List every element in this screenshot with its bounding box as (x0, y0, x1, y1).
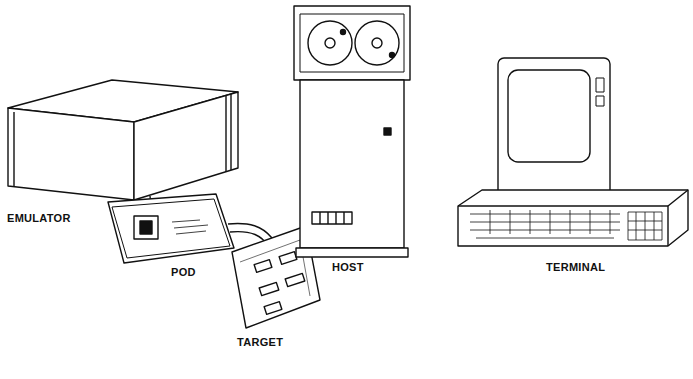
device-label: TARGET (236, 336, 284, 348)
emulator-drawing (8, 80, 238, 200)
device-label: POD (170, 266, 197, 278)
device-label: HOST (331, 261, 365, 273)
device-label: EMULATOR (6, 212, 72, 224)
host-drawing (294, 6, 410, 257)
terminal-drawing (458, 58, 688, 246)
device-label: TERMINAL (545, 261, 606, 273)
pod-drawing (108, 194, 234, 263)
